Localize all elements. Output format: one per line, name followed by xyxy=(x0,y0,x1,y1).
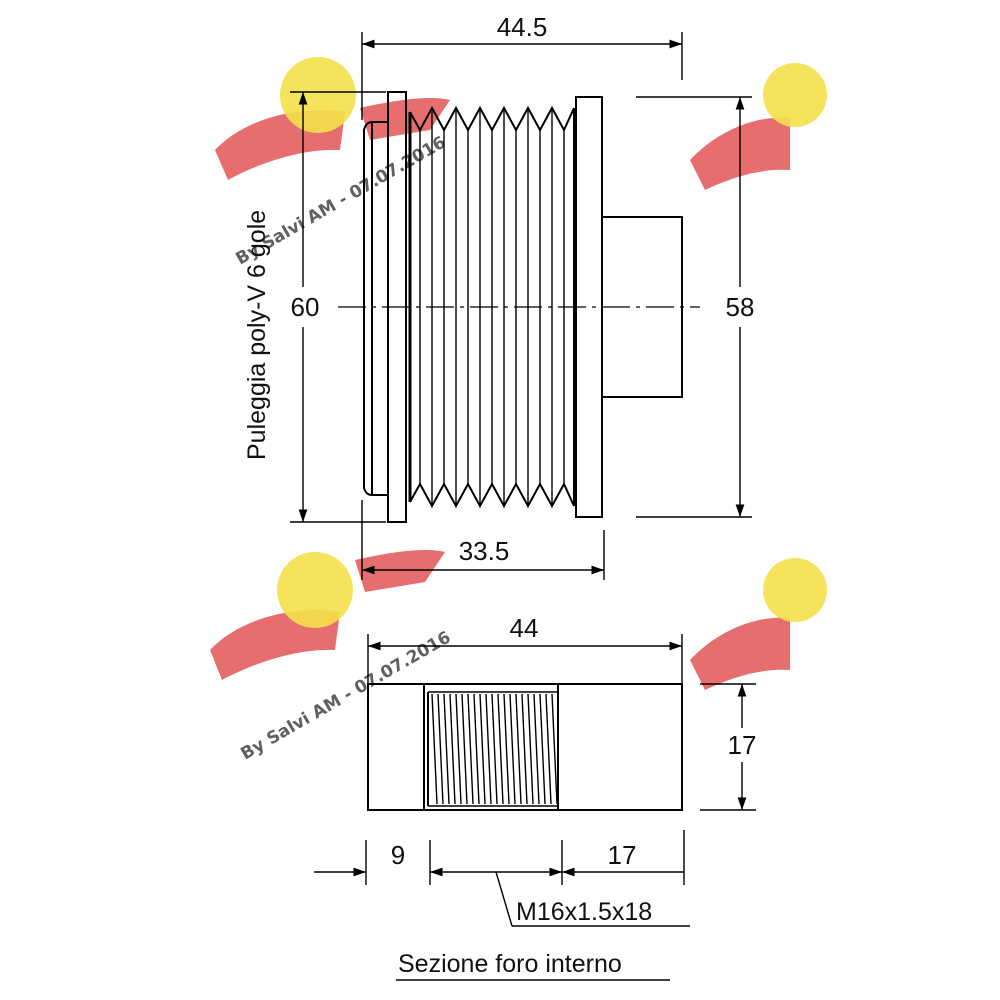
thread-line xyxy=(509,693,516,805)
thread-line xyxy=(443,693,450,805)
thread-hatching xyxy=(431,693,558,805)
thread-line xyxy=(539,693,546,805)
thread-line xyxy=(479,693,486,805)
dimension-label: 9 xyxy=(391,840,405,870)
watermark-logo xyxy=(690,63,827,190)
thread-line xyxy=(545,693,552,805)
dimension-width-total: 44.5 xyxy=(361,12,683,120)
thread-line xyxy=(551,693,558,805)
thread-line xyxy=(437,693,444,805)
dimension-label: 17 xyxy=(608,840,637,870)
dimension-label: 58 xyxy=(726,292,755,322)
thread-line xyxy=(467,693,474,805)
caption-text: Sezione foro interno xyxy=(398,950,622,978)
thread-line xyxy=(485,693,492,805)
dimension-diameter-flange: 58 xyxy=(636,96,755,518)
thread-line xyxy=(533,693,540,805)
thread-line xyxy=(503,693,510,805)
thread-callout: M16x1.5x18 xyxy=(495,871,690,927)
dimension-label: 60 xyxy=(291,292,320,322)
thread-line xyxy=(527,693,534,805)
thread-line xyxy=(515,693,522,805)
dimension-label: 17 xyxy=(728,730,757,760)
dimension-length: 44 xyxy=(367,613,683,684)
thread-line xyxy=(521,693,528,805)
dimension-label: 44.5 xyxy=(497,12,548,42)
pulley-label: Puleggia poly-V 6 gole xyxy=(243,210,271,460)
pulley-side-view xyxy=(338,91,700,523)
dimension-width-body: 33.5 xyxy=(361,500,605,580)
section-caption: Sezione foro interno xyxy=(396,950,670,981)
thread-line xyxy=(461,693,468,805)
dimension-diameter-outer: 60 xyxy=(290,91,386,523)
bore-section-view xyxy=(367,683,683,811)
dimension-bore-diameter: 17 xyxy=(700,683,757,811)
thread-line xyxy=(497,693,504,805)
thread-line xyxy=(431,693,438,805)
thread-line xyxy=(449,693,456,805)
watermark-logo xyxy=(215,57,450,180)
thread-line xyxy=(455,693,462,805)
watermark-logo xyxy=(690,558,827,690)
thread-line xyxy=(491,693,498,805)
dimension-label: 44 xyxy=(510,613,539,643)
thread-line xyxy=(473,693,480,805)
thread-spec: M16x1.5x18 xyxy=(516,898,652,926)
dimension-label: 33.5 xyxy=(459,536,510,566)
dimension-plain-sections: 9 17 xyxy=(314,830,685,885)
